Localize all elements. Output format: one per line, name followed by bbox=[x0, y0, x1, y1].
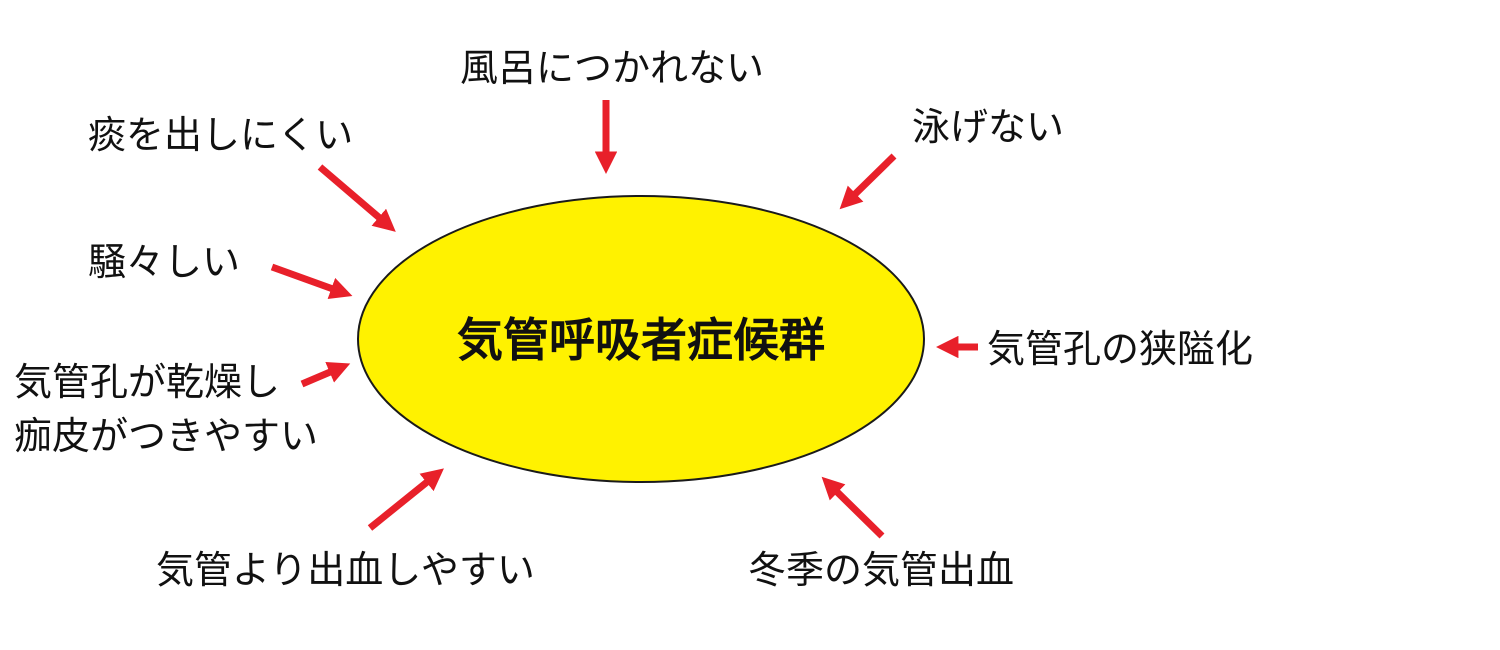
arrow-swim bbox=[839, 153, 897, 210]
arrow-bleed bbox=[367, 468, 444, 531]
center-label: 気管呼吸者症候群 bbox=[457, 313, 825, 367]
symptom-label-dry: 気管孔が乾燥し 痂皮がつきやすい bbox=[14, 360, 318, 458]
arrow-noisy bbox=[270, 263, 353, 299]
center-ellipse bbox=[357, 195, 925, 483]
symptom-label-bath: 風呂につかれない bbox=[460, 46, 764, 90]
symptom-label-swim: 泳げない bbox=[912, 105, 1064, 149]
symptom-label-stenosis: 気管孔の狭隘化 bbox=[987, 327, 1253, 371]
symptom-label-bleed: 気管より出血しやすい bbox=[156, 548, 535, 592]
symptom-label-noisy: 騒々しい bbox=[88, 240, 240, 284]
arrow-dry bbox=[300, 361, 351, 388]
arrow-winter bbox=[821, 476, 885, 539]
symptom-label-sputum: 痰を出しにくい bbox=[88, 113, 353, 157]
arrow-sputum bbox=[317, 164, 396, 232]
symptom-label-winter: 冬季の気管出血 bbox=[748, 548, 1014, 592]
